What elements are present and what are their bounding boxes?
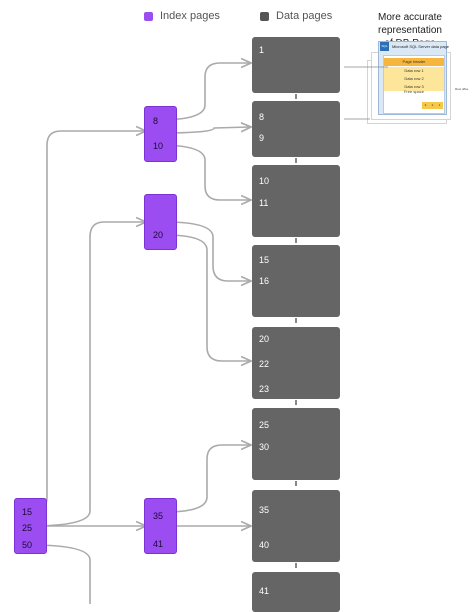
data-key: 22 xyxy=(259,359,270,369)
data-key: 23 xyxy=(259,384,270,394)
data-key: 9 xyxy=(259,133,265,143)
link-root-25-b xyxy=(29,222,145,527)
legend-data-label: Data pages xyxy=(276,10,333,22)
page-link xyxy=(295,563,297,568)
data-key: 1 xyxy=(259,45,265,55)
index-page-c[interactable]: 35 41 xyxy=(144,498,177,554)
free-space: Free space xyxy=(403,89,424,94)
page-link xyxy=(295,318,297,323)
page-link xyxy=(295,94,297,99)
page-link xyxy=(295,238,297,243)
link-b-page15 xyxy=(164,221,250,281)
page-header-row: Page header xyxy=(384,58,444,66)
index-key: 8 xyxy=(153,116,159,126)
index-key: 25 xyxy=(22,523,33,533)
db-page-illustration: SQL Microsoft SQL Server data page Page … xyxy=(367,40,472,125)
legend-index: Index pages xyxy=(144,10,220,22)
data-key: 30 xyxy=(259,442,270,452)
data-row-3: Data row 3 xyxy=(384,83,444,91)
page-link xyxy=(295,158,297,163)
data-page[interactable]: 15 16 xyxy=(252,245,340,317)
page-link xyxy=(295,400,297,405)
window-title: Microsoft SQL Server data page xyxy=(392,44,449,49)
page-link xyxy=(295,481,297,486)
legend-index-label: Index pages xyxy=(160,10,220,22)
data-swatch xyxy=(260,11,269,21)
data-key: 20 xyxy=(259,334,270,344)
data-page-window: SQL Microsoft SQL Server data page Page … xyxy=(378,41,449,115)
sql-server-logo-icon: SQL xyxy=(380,42,389,51)
index-page-a[interactable]: 8 10 xyxy=(144,106,177,162)
row-offsets-label: Row offse xyxy=(455,87,469,91)
page-body: Page header Data row 1 Data row 2 Data r… xyxy=(383,55,445,114)
link-c-page25 xyxy=(164,445,250,513)
data-key: 41 xyxy=(259,586,270,596)
index-key: 41 xyxy=(153,539,164,549)
data-page[interactable]: 35 40 xyxy=(252,490,340,562)
data-page[interactable]: 41 xyxy=(252,572,340,612)
data-key: 25 xyxy=(259,420,270,430)
data-page[interactable]: 8 9 xyxy=(252,101,340,157)
index-page-b[interactable]: 20 xyxy=(144,194,177,250)
link-root-15 xyxy=(29,131,145,513)
index-page-root[interactable]: 15 25 50 xyxy=(14,498,47,554)
legend-data: Data pages xyxy=(260,10,332,22)
data-page[interactable]: 20 22 23 xyxy=(252,327,340,399)
data-row-2: Data row 2 xyxy=(384,75,444,83)
data-row-1: Data row 1 xyxy=(384,67,444,75)
index-key: 15 xyxy=(22,507,33,517)
data-key: 40 xyxy=(259,540,270,550)
data-key: 11 xyxy=(259,198,269,208)
index-key: 35 xyxy=(153,511,164,521)
link-20-page20 xyxy=(164,234,250,361)
data-key: 10 xyxy=(259,176,270,186)
data-page[interactable]: 1 xyxy=(252,37,340,93)
index-key: 50 xyxy=(22,540,33,550)
data-key: 35 xyxy=(259,505,270,515)
offset-slot-3: 3 xyxy=(422,102,429,109)
data-page[interactable]: 25 30 xyxy=(252,408,340,480)
link-8-page1 xyxy=(157,63,250,121)
offset-slot-1: 1 xyxy=(436,102,443,109)
index-key: 20 xyxy=(153,230,164,240)
title-line-1: More accurate representation xyxy=(378,12,442,36)
index-key: 10 xyxy=(153,141,164,151)
link-10-page10 xyxy=(157,144,250,200)
data-key: 16 xyxy=(259,276,270,286)
data-page[interactable]: 10 11 xyxy=(252,165,340,237)
offset-slot-2: 2 xyxy=(429,102,436,109)
index-swatch xyxy=(144,11,153,21)
data-key: 15 xyxy=(259,255,270,265)
data-key: 8 xyxy=(259,112,265,122)
